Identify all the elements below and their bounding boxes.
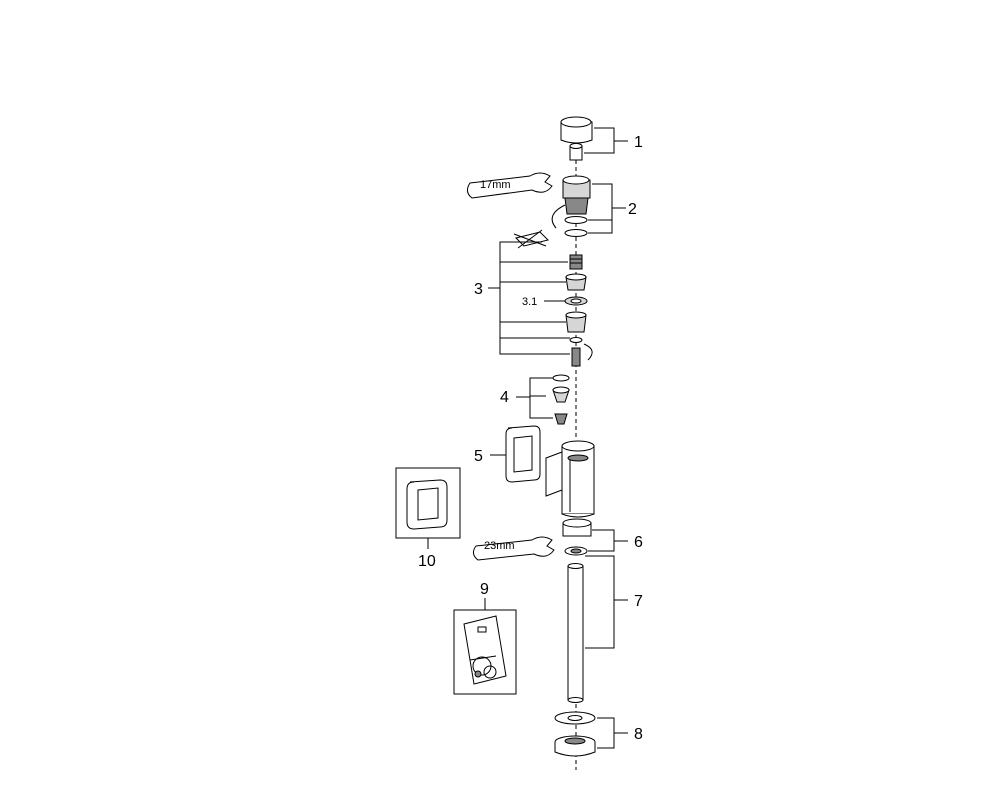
wrench-17mm: 17mm <box>466 172 553 199</box>
crossed-spring-symbol <box>513 229 549 249</box>
callout-3: 3 <box>474 281 483 298</box>
part-4-plug <box>554 413 568 425</box>
part-8-rosette <box>554 711 596 725</box>
part-2-head <box>562 175 591 237</box>
part-10-box <box>395 467 461 539</box>
callout-5: 5 <box>474 448 483 465</box>
bracket-8 <box>597 717 628 749</box>
callout-3-1: 3.1 <box>522 296 537 308</box>
part-4-ring <box>552 374 570 382</box>
bracket-6 <box>588 529 628 552</box>
valve-body <box>545 440 595 518</box>
bracket-2 <box>588 183 626 234</box>
callout-2: 2 <box>628 201 637 218</box>
rotate-arrow-2 <box>551 204 566 229</box>
part-3-oring <box>569 337 583 343</box>
callout-4: 4 <box>500 389 509 406</box>
wrench-23mm: 23mm <box>472 536 555 561</box>
part-1-cap <box>560 116 593 144</box>
part-7-flush-pipe <box>567 563 584 703</box>
part-3-valve-body <box>565 273 587 291</box>
wrench-17mm-label: 17mm <box>480 179 511 191</box>
rotate-arrow-3 <box>583 343 593 361</box>
part-3-nut <box>565 311 587 333</box>
callout-1: 1 <box>634 134 643 151</box>
part-3-1-washer <box>564 296 588 306</box>
part-5-cover-plate <box>505 425 541 483</box>
part-9-box <box>453 609 517 695</box>
part-6-washer <box>564 546 588 556</box>
part-3-stem <box>571 347 581 367</box>
wrench-23mm-label: 23mm <box>484 540 515 552</box>
bracket-3 <box>488 241 570 355</box>
callout-6: 6 <box>634 534 643 551</box>
bracket-1 <box>584 127 628 154</box>
part-8-connector <box>554 735 596 757</box>
part-6-nut <box>562 518 592 537</box>
callout-10: 10 <box>418 553 436 570</box>
callout-9: 9 <box>480 581 489 598</box>
callout-8: 8 <box>634 726 643 743</box>
bracket-4 <box>516 377 553 419</box>
part-3-spring <box>569 254 583 270</box>
bracket-7 <box>585 555 628 649</box>
part-1-sleeve <box>569 143 583 161</box>
callout-7: 7 <box>634 593 643 610</box>
part-4-piston <box>552 386 570 403</box>
